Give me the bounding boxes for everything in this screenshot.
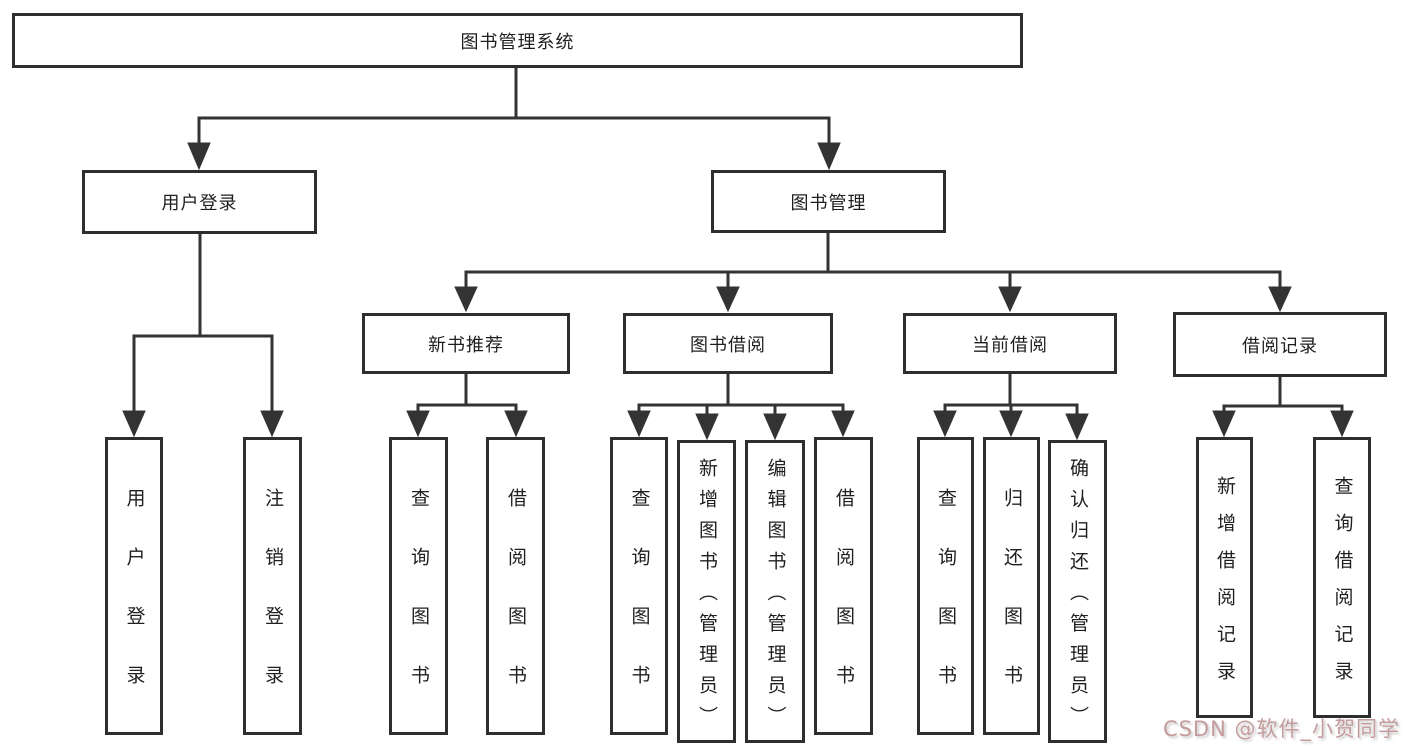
- leaf-logout: 注销登录: [243, 437, 302, 735]
- node-book-management: 图书管理: [711, 170, 946, 233]
- node-borrow-records: 借阅记录: [1173, 312, 1387, 377]
- node-current-borrow: 当前借阅: [903, 313, 1117, 374]
- leaf-query-books-borrow: 查询图书: [610, 437, 668, 735]
- leaf-add-books-admin: 新增图书（管理员）: [677, 440, 736, 743]
- node-label: 注销登录: [262, 488, 284, 724]
- node-label: 借阅图书: [833, 488, 855, 724]
- node-label: 查询图书: [628, 488, 651, 724]
- node-label: 查询借阅记录: [1331, 475, 1354, 698]
- leaf-confirm-return-admin: 确认归还（管理员）: [1048, 440, 1107, 743]
- csdn-watermark: CSDN @软件_小贺同学: [1162, 717, 1400, 741]
- node-book-management-system: 图书管理系统: [12, 13, 1023, 68]
- node-label: 当前借阅: [972, 334, 1048, 356]
- node-label: 图书借阅: [690, 334, 766, 356]
- node-book-borrow: 图书借阅: [623, 313, 833, 374]
- node-label: 新增图书（管理员）: [696, 458, 718, 737]
- leaf-borrow-books-recommend: 借阅图书: [486, 437, 545, 735]
- leaf-return-books: 归还图书: [983, 437, 1040, 735]
- node-label: 查询图书: [935, 488, 957, 724]
- node-label: 新增借阅记录: [1214, 475, 1236, 698]
- leaf-edit-books-admin: 编辑图书（管理员）: [745, 440, 805, 743]
- leaf-query-books-current: 查询图书: [917, 437, 974, 735]
- node-label: 归还图书: [1001, 488, 1023, 724]
- leaf-borrow-books: 借阅图书: [814, 437, 873, 735]
- node-label: 确认归还（管理员）: [1067, 458, 1089, 737]
- node-label: 查询图书: [408, 488, 430, 724]
- node-label: 编辑图书（管理员）: [764, 458, 787, 737]
- leaf-query-borrow-record: 查询借阅记录: [1313, 437, 1371, 718]
- node-label: 图书管理系统: [460, 31, 575, 53]
- leaf-query-books-recommend: 查询图书: [389, 437, 448, 735]
- node-label: 借阅图书: [505, 488, 527, 724]
- node-label: 用户登录: [123, 488, 146, 724]
- node-label: 用户登录: [161, 193, 238, 214]
- node-label: 新书推荐: [428, 334, 504, 356]
- leaf-add-borrow-record: 新增借阅记录: [1196, 437, 1253, 718]
- node-label: 借阅记录: [1242, 335, 1318, 357]
- leaf-user-login: 用户登录: [105, 437, 163, 735]
- node-label: 图书管理: [790, 192, 867, 214]
- node-new-book-recommend: 新书推荐: [362, 313, 570, 374]
- node-user-login: 用户登录: [82, 170, 317, 234]
